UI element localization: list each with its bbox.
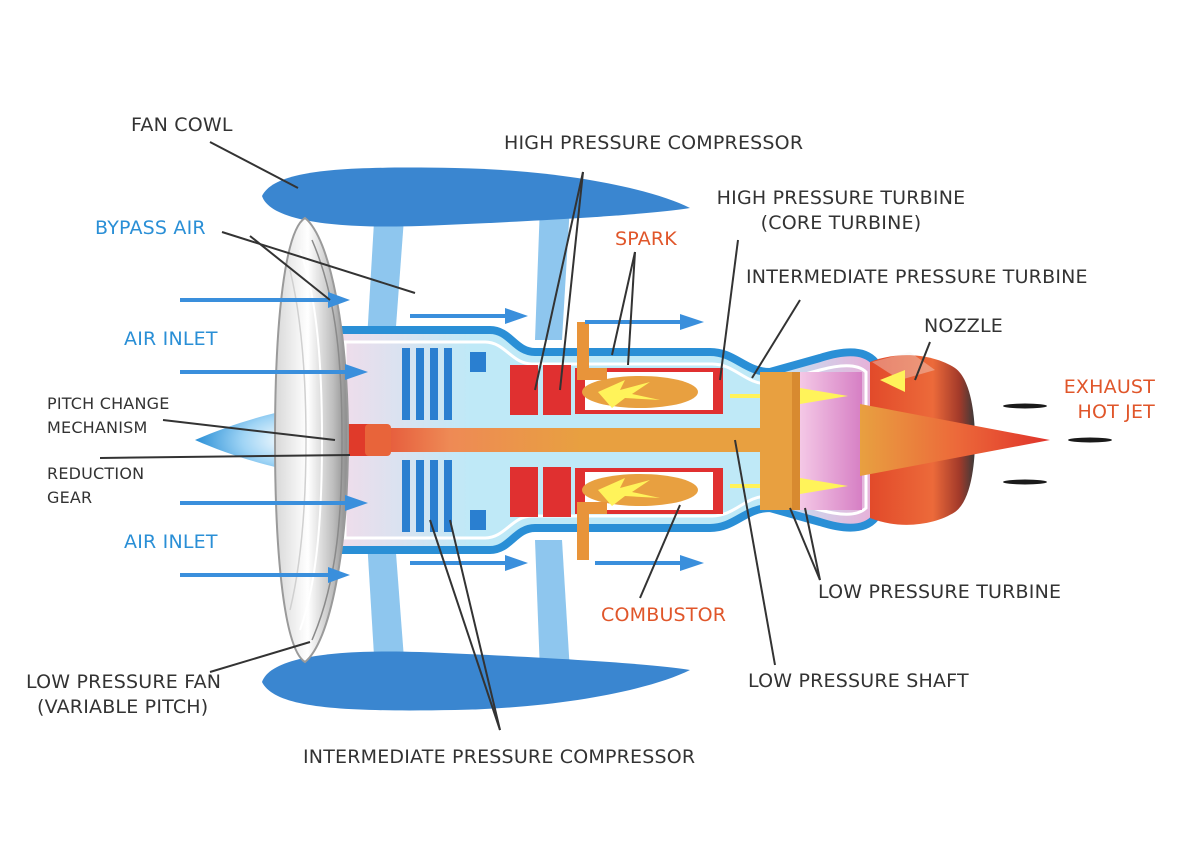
spark-plugs [577, 322, 607, 560]
high-pressure-compressor-blocks [510, 365, 571, 517]
label-high-pressure-turbine-line2: (CORE TURBINE) [760, 212, 922, 234]
exhaust-nozzle [860, 352, 1050, 525]
exhaust-streaks [1003, 403, 1112, 485]
label-exhaust-line1: EXHAUST [1063, 376, 1155, 398]
label-fan-cowl: FAN COWL [131, 114, 233, 136]
fan-cowl [262, 167, 690, 711]
label-reduction-gear-line1: REDUCTION [47, 464, 145, 483]
label-exhaust-line2: HOT JET [1077, 401, 1155, 423]
label-nozzle: NOZZLE [924, 315, 1003, 337]
label-high-pressure-turbine: HIGH PRESSURE TURBINE (CORE TURBINE) [710, 186, 972, 236]
label-low-pressure-fan: LOW PRESSURE FAN (VARIABLE PITCH) [26, 670, 221, 720]
label-reduction-gear-line2: GEAR [47, 488, 93, 507]
label-pitch-change-line2: MECHANISM [47, 418, 148, 437]
label-intermediate-pressure-compressor: INTERMEDIATE PRESSURE COMPRESSOR [303, 746, 696, 768]
label-low-pressure-shaft: LOW PRESSURE SHAFT [748, 670, 969, 692]
label-exhaust-hot-jet: EXHAUST HOT JET [1040, 375, 1155, 425]
leader-lines [99, 141, 931, 731]
label-high-pressure-turbine-line1: HIGH PRESSURE TURBINE [716, 187, 966, 209]
label-low-pressure-turbine: LOW PRESSURE TURBINE [818, 581, 1062, 603]
label-air-inlet-top: AIR INLET [124, 328, 218, 350]
label-spark: SPARK [615, 228, 677, 250]
label-air-inlet-bottom: AIR INLET [124, 531, 218, 553]
label-low-pressure-fan-line1: LOW PRESSURE FAN [26, 671, 222, 693]
airflow-arrows [180, 292, 905, 583]
label-pitch-change-line1: PITCH CHANGE [47, 394, 170, 413]
intermediate-pressure-compressor-blades [402, 348, 486, 532]
label-pitch-change-mechanism: PITCH CHANGE MECHANISM [47, 392, 170, 440]
label-intermediate-pressure-turbine: INTERMEDIATE PRESSURE TURBINE [746, 266, 1088, 288]
label-combustor: COMBUSTOR [601, 604, 727, 626]
low-pressure-shaft [335, 372, 800, 510]
label-reduction-gear: REDUCTION GEAR [47, 462, 144, 510]
label-low-pressure-fan-line2: (VARIABLE PITCH) [37, 696, 209, 718]
fan-struts [367, 205, 570, 672]
label-high-pressure-compressor: HIGH PRESSURE COMPRESSOR [504, 132, 804, 154]
label-bypass-air: BYPASS AIR [95, 217, 206, 239]
